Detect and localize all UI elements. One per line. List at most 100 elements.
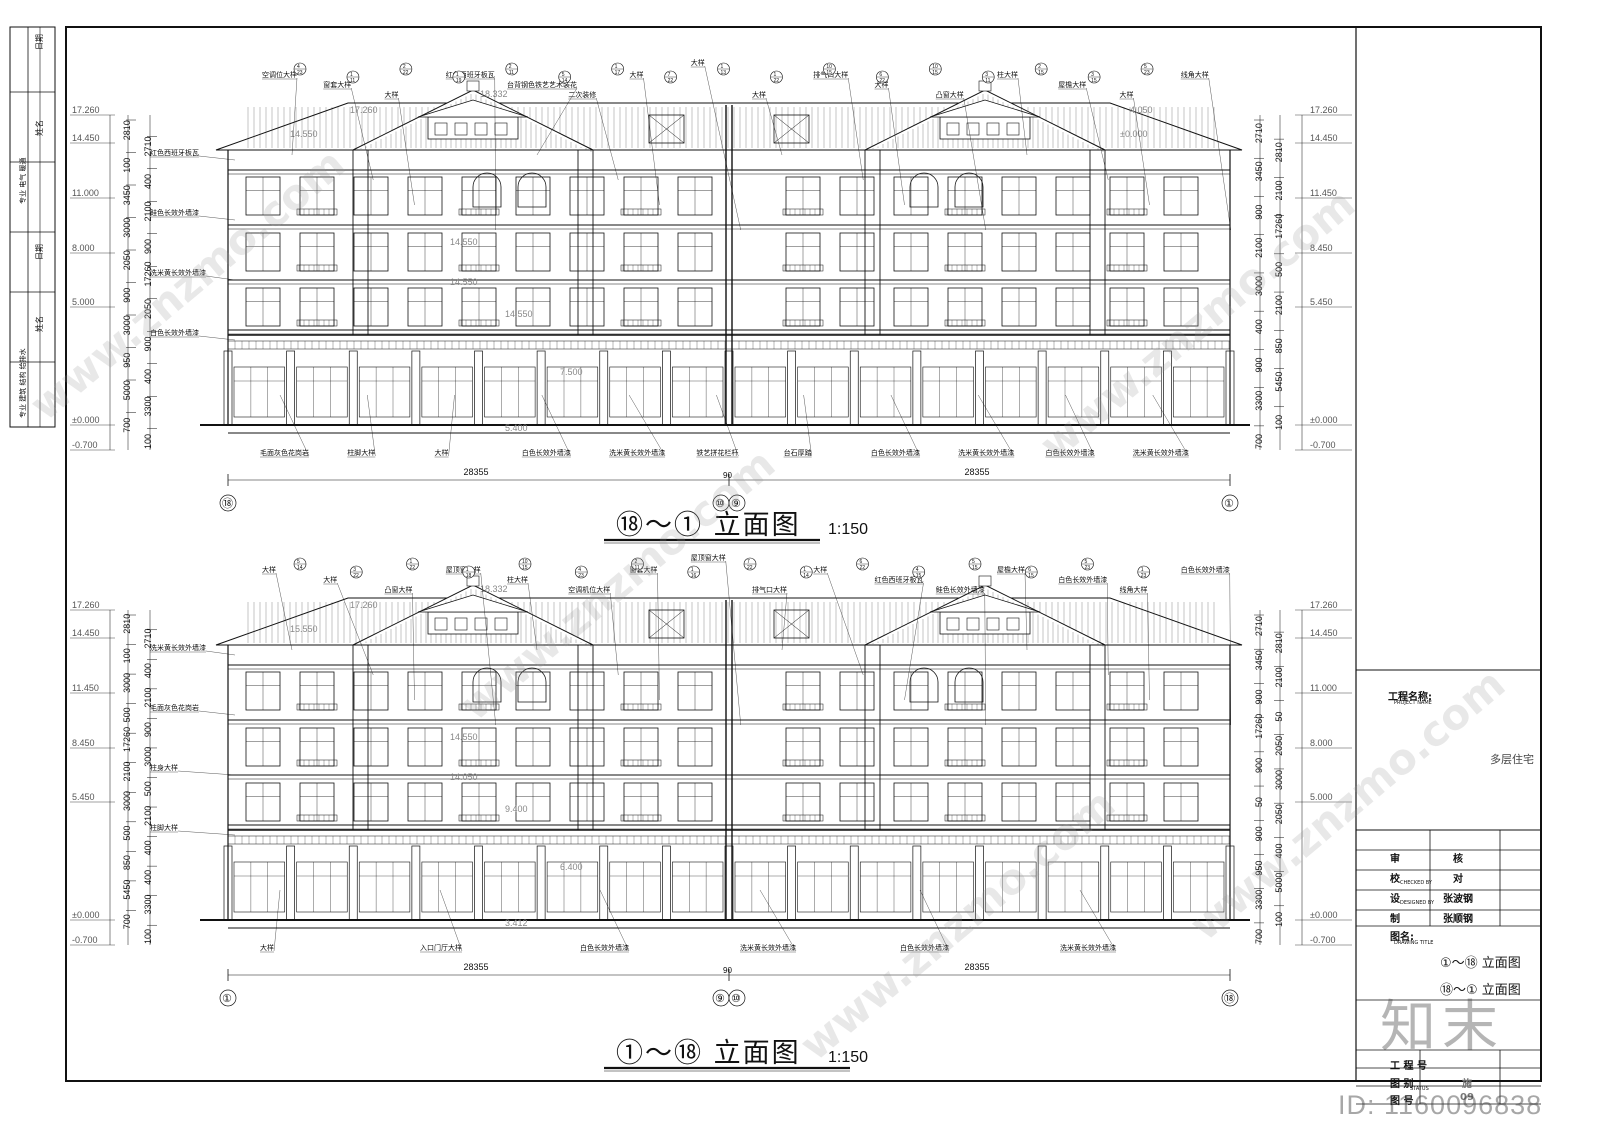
- overall-dimension-mid: 90: [723, 966, 732, 975]
- shop-column: [1037, 350, 1047, 426]
- shop-column: [536, 845, 546, 921]
- detail-ref-bottom: 15: [1091, 78, 1097, 84]
- right-dim-10: 50: [1254, 797, 1264, 807]
- note-24: 洗米黄长效外墙漆: [609, 448, 665, 457]
- detail-ref-bottom: 15: [932, 70, 938, 76]
- note-1: 窗套大样: [323, 80, 351, 89]
- detail-ref-top: 2: [403, 64, 406, 70]
- note-leader: [1133, 97, 1150, 206]
- note-0: 大样: [262, 565, 276, 574]
- dormer-window: [474, 617, 488, 631]
- left-dim-20: 700: [122, 914, 132, 929]
- note-17: 毛面灰色花岗岩: [150, 703, 199, 712]
- right-level-0: 17.260: [1310, 600, 1338, 610]
- shopfront: [296, 366, 348, 418]
- detail-ref-bottom: 19: [456, 78, 462, 84]
- shopfront: [546, 861, 599, 913]
- note-leader: [827, 572, 864, 676]
- right-dim-6: 2100: [1254, 238, 1264, 258]
- detail-ref-top: 1: [773, 72, 776, 78]
- right-dim-9: 3000: [1274, 770, 1284, 790]
- detail-ref-top: 4: [297, 64, 300, 70]
- left-dim-1: 2710: [143, 136, 153, 156]
- note-13: 屋檐大样: [1058, 80, 1086, 89]
- left-dim-17: 400: [143, 870, 153, 885]
- right-dim-16: 700: [1254, 434, 1264, 449]
- note-4: 柱大样: [507, 575, 528, 584]
- note-leader: [198, 155, 236, 161]
- note-leader: [1229, 572, 1231, 726]
- overall-dimension-right: 28355: [965, 467, 990, 477]
- note-24: 白色长效外墙漆: [900, 943, 949, 952]
- drawing-type-label: 图 别: [1390, 1079, 1414, 1090]
- detail-ref-bottom: 16: [691, 573, 697, 579]
- note-leader: [351, 87, 374, 181]
- vent-cross: [648, 114, 685, 144]
- drawing-title-2: ⑱～① 立面图: [1440, 983, 1521, 998]
- right-dim-8: 3000: [1254, 276, 1264, 296]
- shop-column: [348, 350, 358, 426]
- note-leader: [725, 560, 741, 726]
- detail-ref-top: 1: [350, 72, 353, 78]
- shopfront: [672, 366, 724, 418]
- note-leader: [177, 770, 236, 776]
- note-11: 鲑色长效外墙漆: [936, 585, 985, 594]
- overall-dimension-right: 28355: [965, 962, 990, 972]
- note-leader: [1152, 394, 1189, 457]
- shop-column: [975, 845, 984, 921]
- shopfront: [1110, 861, 1162, 913]
- note-10: 红色西班牙板瓦: [875, 575, 924, 584]
- detail-ref-top: 1: [466, 567, 469, 573]
- right-level-2: 11.000: [1310, 683, 1337, 693]
- note-9: 大样: [813, 565, 827, 574]
- right-level-3: 8.000: [1310, 738, 1333, 748]
- right-dim-9: 2100: [1274, 295, 1284, 315]
- detail-ref-bottom: 22: [403, 70, 409, 76]
- right-dim-6: 17260: [1254, 714, 1264, 739]
- left-dim-19: 100: [143, 434, 153, 449]
- inner-level-7: 3.412: [505, 918, 528, 928]
- balcony-rail: [620, 814, 662, 822]
- shop-column: [912, 845, 922, 921]
- shopfront: [233, 366, 285, 418]
- detail-ref-bottom: 22: [410, 565, 416, 571]
- note-leader: [480, 572, 496, 726]
- dormer-window: [986, 122, 1000, 136]
- check-label-2: 对: [1453, 874, 1463, 885]
- dormer-window: [1006, 617, 1020, 631]
- balcony-rail: [944, 759, 986, 767]
- shopfront: [546, 366, 599, 418]
- shop-column: [411, 350, 421, 426]
- right-dim-14: 950: [1254, 861, 1264, 876]
- detail-ref-top: 1: [803, 567, 806, 573]
- right-level-1: 14.450: [1310, 628, 1338, 638]
- drawing-no-value: 09: [1460, 1092, 1474, 1103]
- note-leader: [1107, 582, 1109, 676]
- detail-ref-top: 6: [1028, 567, 1031, 573]
- arched-window: [472, 172, 502, 208]
- right-dim-1: 2810: [1274, 142, 1284, 162]
- detail-ref-bottom: 15: [1028, 573, 1034, 579]
- shopfront: [609, 861, 661, 913]
- left-level-3: 8.000: [72, 243, 95, 253]
- left-dim-14: 500: [122, 826, 132, 841]
- note-5: 二次装修: [568, 90, 596, 99]
- note-leader: [1079, 889, 1117, 952]
- right-dim-1: 2810: [1274, 633, 1284, 653]
- vent-box: [773, 609, 810, 639]
- drawing-type-value: 施: [1462, 1079, 1472, 1090]
- right-dim-5: 50: [1274, 712, 1284, 722]
- note-27: 白色长效外墙漆: [871, 448, 920, 457]
- left-dim-18: 5450: [122, 880, 132, 900]
- balcony-rail: [944, 208, 986, 216]
- drawing-title-label: 图名:: [1390, 932, 1414, 943]
- shop-column: [849, 350, 859, 426]
- shop-column: [474, 350, 483, 426]
- detail-ref-top: 10: [522, 559, 528, 565]
- shopfront: [358, 366, 411, 418]
- shop-column: [662, 845, 671, 921]
- right-dim-11: 2050: [1274, 804, 1284, 824]
- shopfront: [1173, 366, 1225, 418]
- axis-label: ⑩: [715, 497, 725, 510]
